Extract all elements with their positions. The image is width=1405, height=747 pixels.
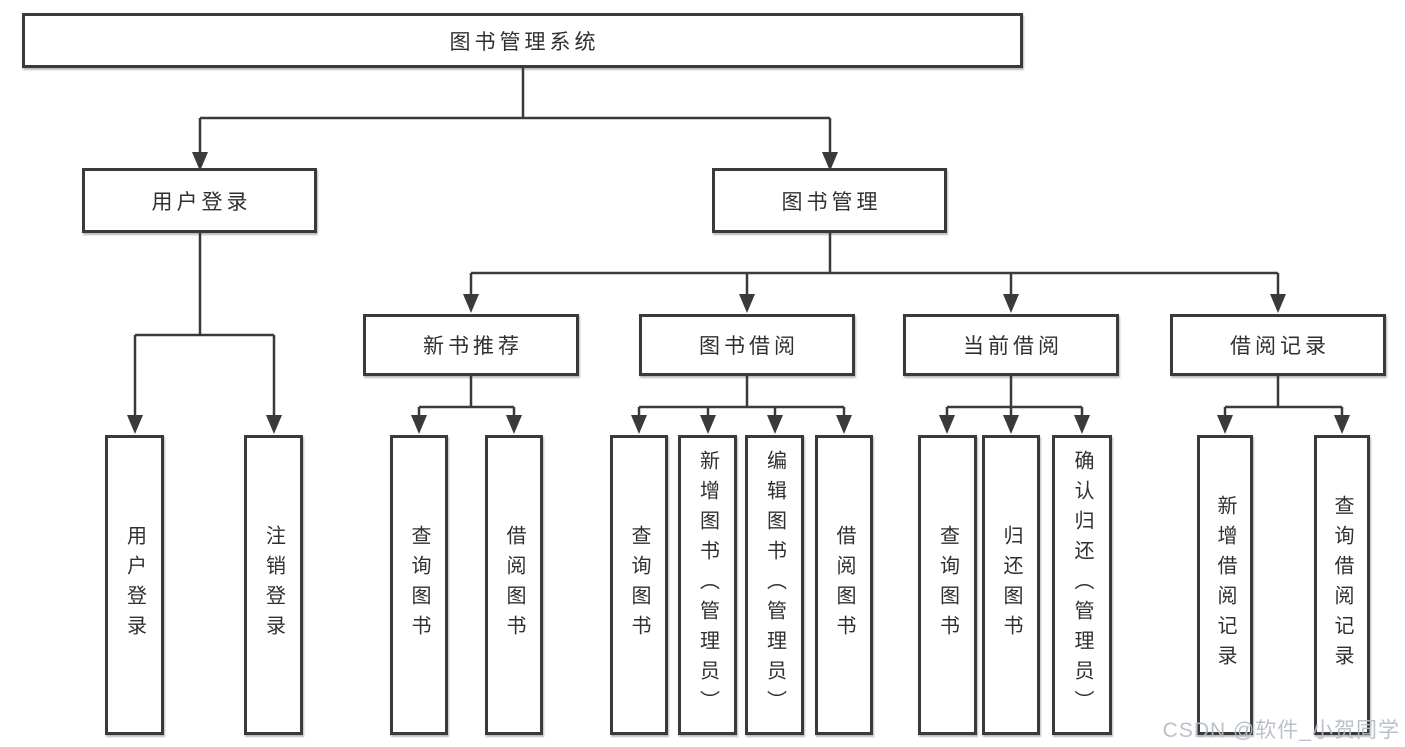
node-user-login-label: 用户登录 — [151, 190, 252, 214]
arrow-icon — [411, 415, 427, 434]
leaf-confirm-return-admin-label: 确认归还（管理员） — [1071, 450, 1093, 720]
connector-new-book-recommend — [417, 376, 516, 417]
node-borrow-records-label: 借阅记录 — [1230, 335, 1330, 358]
arrow-icon — [1003, 294, 1019, 313]
leaf-recommend-query-book-label: 查询图书 — [408, 525, 430, 645]
connector-borrow-records — [1223, 376, 1344, 417]
connector-book-management — [469, 233, 1280, 296]
node-book-management-label: 图书管理 — [781, 190, 882, 214]
connector-current-borrow — [945, 376, 1084, 417]
node-new-book-recommend: 新书推荐 — [363, 314, 579, 376]
node-current-borrow: 当前借阅 — [903, 314, 1119, 376]
leaf-user-login: 用户登录 — [105, 435, 164, 735]
arrow-icon — [127, 415, 143, 434]
node-root-label: 图书管理系统 — [449, 30, 600, 54]
arrow-icon — [836, 415, 852, 434]
leaf-query-borrow-record-label: 查询借阅记录 — [1331, 495, 1353, 675]
leaf-query-borrow-record: 查询借阅记录 — [1314, 435, 1370, 735]
leaf-current-query-book-label: 查询图书 — [936, 525, 959, 645]
arrow-icon — [739, 294, 755, 313]
leaf-add-borrow-record-label: 新增借阅记录 — [1214, 495, 1236, 675]
arrow-icon — [767, 415, 783, 434]
leaf-recommend-borrow-book-label: 借阅图书 — [503, 525, 525, 645]
arrow-icon — [822, 152, 838, 171]
arrow-icon — [192, 152, 208, 171]
arrow-icon — [939, 415, 955, 434]
arrow-icon — [506, 415, 522, 434]
connector-user-login — [133, 233, 276, 417]
csdn-watermark: CSDN @软件_小贺同学 — [1162, 719, 1400, 742]
arrow-icon — [1270, 294, 1286, 313]
node-user-login: 用户登录 — [82, 168, 317, 233]
arrow-icon — [1334, 415, 1350, 434]
leaf-borrow-book-label: 借阅图书 — [833, 525, 855, 645]
leaf-logout: 注销登录 — [244, 435, 303, 735]
node-book-borrow-label: 图书借阅 — [699, 335, 799, 358]
arrow-icon — [463, 294, 479, 313]
arrow-icon — [266, 415, 282, 434]
leaf-user-login-label: 用户登录 — [123, 525, 146, 645]
leaf-logout-label: 注销登录 — [262, 525, 285, 645]
arrow-icon — [1003, 415, 1019, 434]
arrow-icon — [1074, 415, 1090, 434]
node-root: 图书管理系统 — [22, 13, 1023, 68]
node-borrow-records: 借阅记录 — [1170, 314, 1386, 376]
node-current-borrow-label: 当前借阅 — [963, 335, 1063, 358]
leaf-recommend-query-book: 查询图书 — [390, 435, 448, 735]
leaf-edit-book-admin-label: 编辑图书（管理员） — [763, 450, 786, 720]
leaf-borrow-query-book-label: 查询图书 — [628, 525, 650, 645]
leaf-current-query-book: 查询图书 — [918, 435, 977, 735]
arrow-icon — [700, 415, 716, 434]
leaf-borrow-query-book: 查询图书 — [610, 435, 668, 735]
arrow-icon — [631, 415, 647, 434]
node-book-management: 图书管理 — [712, 168, 947, 233]
leaf-add-borrow-record: 新增借阅记录 — [1197, 435, 1253, 735]
leaf-edit-book-admin: 编辑图书（管理员） — [745, 435, 804, 735]
arrowheads — [127, 152, 1350, 434]
connector-book-borrow — [637, 376, 846, 417]
leaf-borrow-book: 借阅图书 — [815, 435, 873, 735]
leaf-recommend-borrow-book: 借阅图书 — [485, 435, 543, 735]
leaf-confirm-return-admin: 确认归还（管理员） — [1052, 435, 1112, 735]
node-new-book-recommend-label: 新书推荐 — [423, 335, 523, 358]
leaf-add-book-admin-label: 新增图书（管理员） — [696, 450, 719, 720]
node-book-borrow: 图书借阅 — [639, 314, 855, 376]
leaf-return-book: 归还图书 — [982, 435, 1040, 735]
connector-root — [198, 68, 832, 154]
leaf-add-book-admin: 新增图书（管理员） — [678, 435, 737, 735]
leaf-return-book-label: 归还图书 — [1000, 525, 1022, 645]
arrow-icon — [1217, 415, 1233, 434]
